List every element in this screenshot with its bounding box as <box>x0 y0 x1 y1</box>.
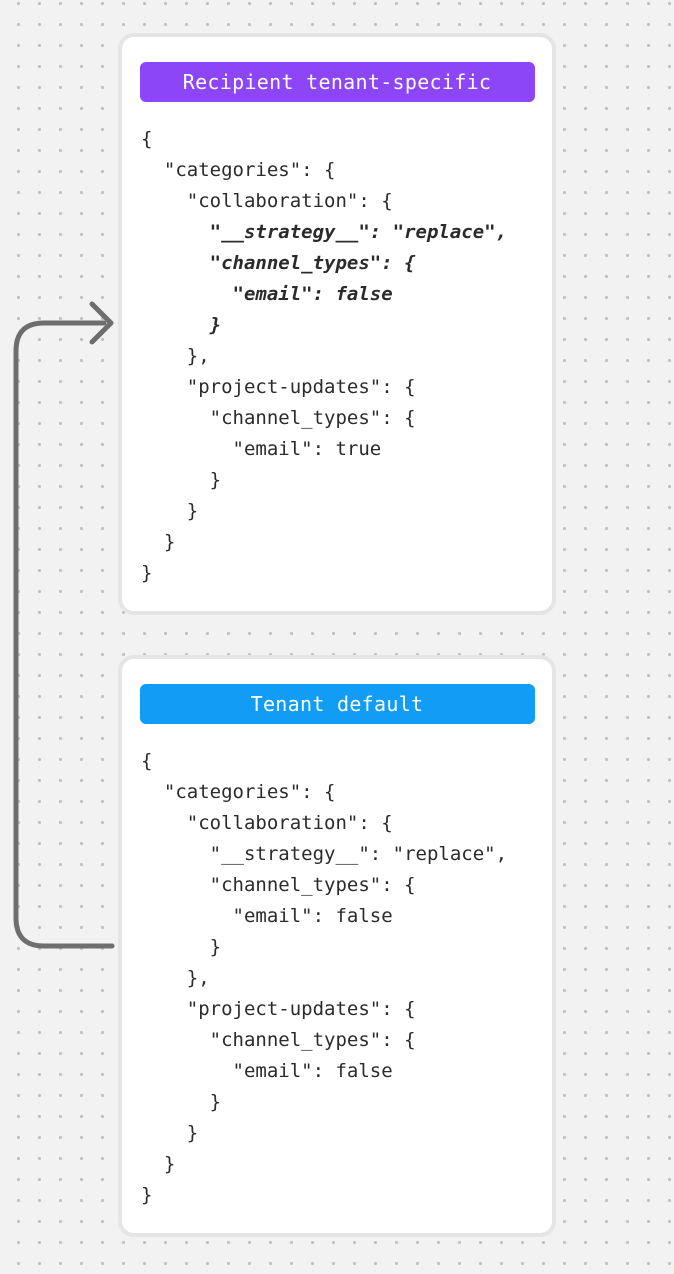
arrow-head-icon <box>89 301 114 345</box>
code-line: } <box>141 314 222 336</box>
tenant-default-badge: Tenant default <box>139 684 535 724</box>
code-line: "email": true <box>141 438 382 460</box>
code-line: "channel_types": { <box>141 407 416 429</box>
code-line: } <box>141 500 199 522</box>
code-line: "collaboration": { <box>141 190 393 212</box>
code-line: "email": false <box>141 905 393 927</box>
code-line: }, <box>141 967 210 989</box>
code-line: "channel_types": { <box>141 1029 416 1051</box>
code-line: } <box>141 1091 222 1113</box>
code-line: "channel_types": { <box>141 874 416 896</box>
tenant-default-json: { "categories": { "collaboration": { "__… <box>141 746 552 1211</box>
code-line: } <box>141 562 153 584</box>
code-line: } <box>141 1153 176 1175</box>
code-line: "collaboration": { <box>141 812 393 834</box>
code-line: } <box>141 936 222 958</box>
code-line: } <box>141 531 176 553</box>
code-line: "categories": { <box>141 159 336 181</box>
recipient-tenant-specific-card: Recipient tenant-specific { "categories"… <box>118 33 556 615</box>
tenant-default-card: Tenant default { "categories": { "collab… <box>118 655 556 1237</box>
code-line: "email": false <box>141 283 393 305</box>
code-line: { <box>141 750 153 772</box>
code-line: "__strategy__": "replace", <box>141 221 508 243</box>
code-line: }, <box>141 345 210 367</box>
code-line: } <box>141 1184 153 1206</box>
recipient-tenant-specific-badge: Recipient tenant-specific <box>139 62 535 102</box>
code-line: "email": false <box>141 1060 393 1082</box>
code-line: { <box>141 128 153 150</box>
code-line: "categories": { <box>141 781 336 803</box>
code-line: "project-updates": { <box>141 998 416 1020</box>
merge-flow-arrow-strokes <box>13 301 115 949</box>
code-line: "project-updates": { <box>141 376 416 398</box>
code-line: } <box>141 469 222 491</box>
code-line: "channel_types": { <box>141 252 416 274</box>
arrow-shaft <box>13 320 115 949</box>
code-line: } <box>141 1122 199 1144</box>
code-line: "__strategy__": "replace", <box>141 843 508 865</box>
recipient-tenant-specific-json: { "categories": { "collaboration": { "__… <box>141 124 552 589</box>
